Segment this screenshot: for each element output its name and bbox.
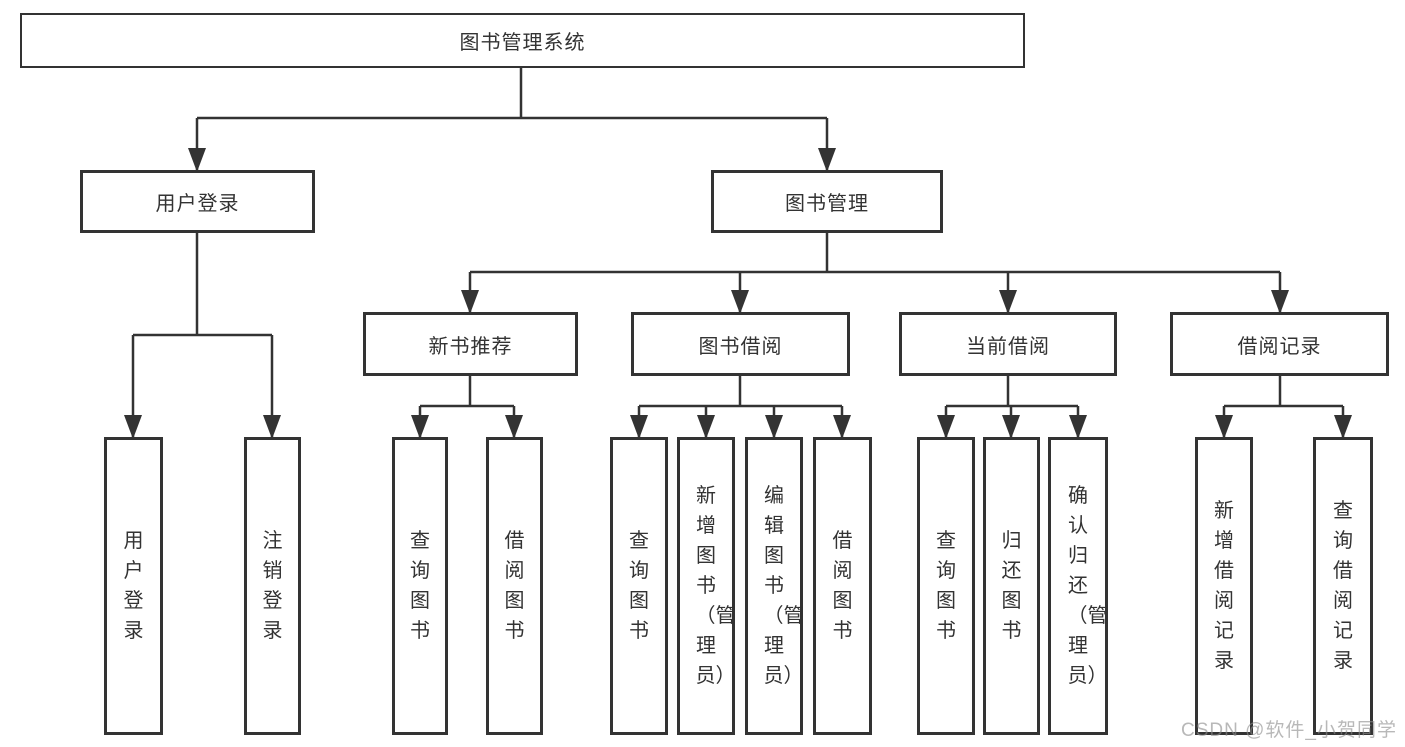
node-label: 用户登录 [155,193,240,215]
leaf-current-confirm-return-admin: 确认归还（管理员） [1048,437,1108,735]
node-label: 图书管理 [785,193,869,215]
leaf-label: 注销登录 [262,530,283,642]
leaf-label: 新增借阅记录 [1214,500,1234,672]
leaf-label: 借阅图书 [504,530,525,642]
leaf-borrowing-edit-books-admin: 编辑图书（管理员） [745,437,804,735]
node-label: 借阅记录 [1237,335,1322,358]
leaf-label: 查询图书 [936,530,956,642]
leaf-borrowing-borrow-books: 借阅图书 [813,437,872,735]
node-current-borrowing: 当前借阅 [899,312,1117,376]
leaf-current-return-books: 归还图书 [983,437,1040,735]
leaf-logout: 注销登录 [244,437,301,735]
leaf-records-add-borrow-record: 新增借阅记录 [1195,437,1253,735]
node-borrowing-records: 借阅记录 [1170,312,1389,376]
leaf-current-query-books: 查询图书 [917,437,975,735]
node-label: 当前借阅 [966,335,1050,358]
node-user-login: 用户登录 [80,170,315,233]
node-label: 图书借阅 [698,335,783,358]
node-label: 新书推荐 [428,335,513,358]
leaf-label: 查询图书 [410,530,430,642]
leaf-recommend-query-books: 查询图书 [392,437,448,735]
leaf-label: 查询借阅记录 [1333,500,1353,672]
node-library-management-system: 图书管理系统 [20,13,1025,68]
leaf-user-login: 用户登录 [104,437,163,735]
leaf-label: 新增图书（管理员） [695,485,736,687]
node-label: 图书管理系统 [459,32,586,54]
leaf-label: 用户登录 [123,530,144,642]
leaf-records-query-borrow-record: 查询借阅记录 [1313,437,1373,735]
leaf-label: 确认归还（管理员） [1067,485,1108,687]
leaf-label: 归还图书 [1001,530,1022,642]
node-book-management: 图书管理 [711,170,943,233]
leaf-recommend-borrow-books: 借阅图书 [486,437,543,735]
leaf-label: 查询图书 [629,530,649,642]
csdn-watermark: CSDN @软件_小贺同学 [1181,720,1397,741]
leaf-borrowing-query-books: 查询图书 [610,437,668,735]
leaf-label: 编辑图书（管理员） [763,485,804,687]
leaf-label: 借阅图书 [832,530,853,642]
node-new-book-recommend: 新书推荐 [363,312,578,376]
node-book-borrowing: 图书借阅 [631,312,850,376]
leaf-borrowing-add-books-admin: 新增图书（管理员） [677,437,736,735]
